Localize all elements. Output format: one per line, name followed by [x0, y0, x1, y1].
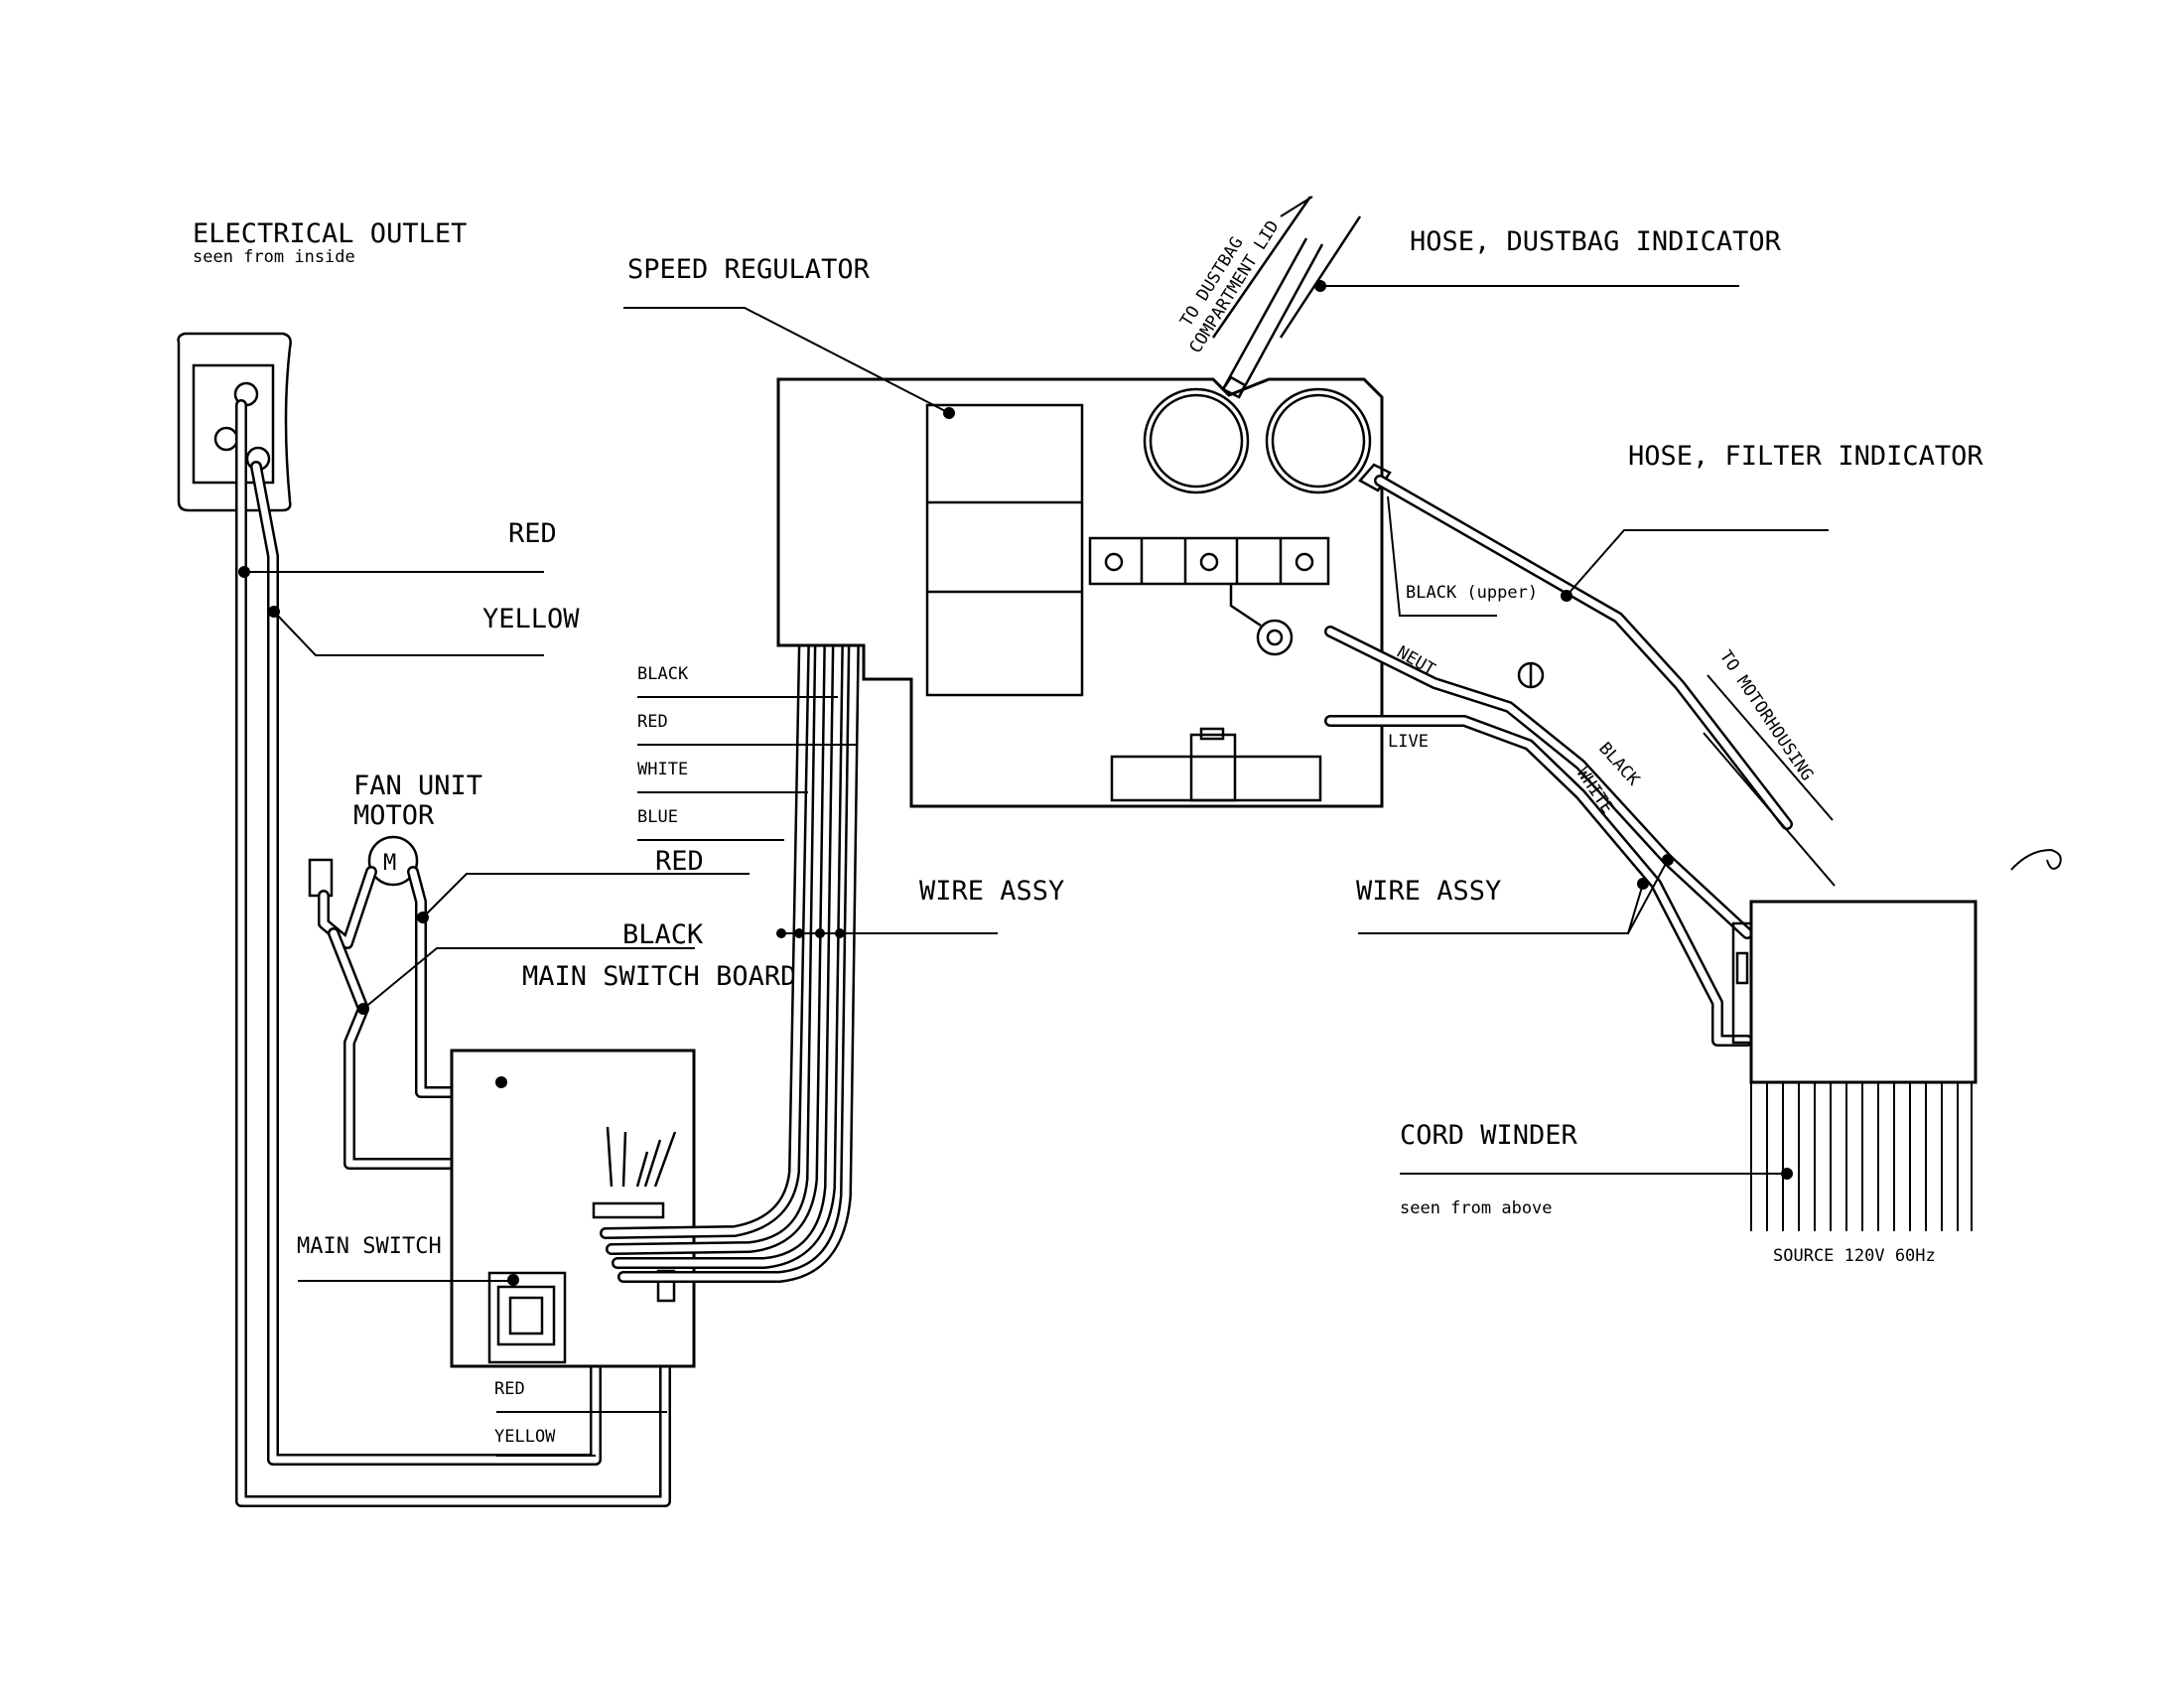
label-blue-wire: BLUE — [637, 807, 678, 827]
label-yellow-bottom: YELLOW — [494, 1427, 556, 1447]
wire-bundle — [600, 531, 998, 1283]
label-red-outlet: RED — [508, 518, 557, 549]
bottom-callouts: RED YELLOW — [494, 1379, 667, 1457]
wire-color-callouts: BLACK RED WHITE BLUE — [637, 664, 858, 841]
electrical-outlet — [177, 332, 292, 512]
label-black-fan: BLACK — [622, 919, 704, 950]
cord-wires — [1324, 626, 1753, 1047]
label-black-upper: BLACK (upper) — [1406, 583, 1538, 603]
main-switch-callout: MAIN SWITCH — [297, 1234, 513, 1282]
label-main-switch-board: MAIN SWITCH BOARD — [522, 961, 796, 992]
label-wire-assy-left: WIRE ASSY — [919, 876, 1064, 907]
label-red-bottom: RED — [494, 1379, 525, 1399]
dustbag-arrow — [1280, 196, 1313, 217]
motor-symbol: M — [383, 851, 396, 876]
label-red-fan: RED — [655, 846, 704, 877]
cord-winder — [1400, 900, 1978, 1231]
label-cord-winder-sub: seen from above — [1400, 1198, 1553, 1218]
label-to-dustbag: TO DUSTBAG COMPARTMENT LID — [1176, 217, 1283, 357]
label-fan-unit-2: MOTOR — [353, 800, 435, 831]
label-main-switch: MAIN SWITCH — [297, 1234, 442, 1259]
hose-filter — [1358, 463, 1829, 830]
label-white-wire: WHITE — [637, 760, 688, 779]
speed-regulator-leader — [623, 307, 950, 414]
label-hose-dustbag: HOSE, DUSTBAG INDICATOR — [1410, 226, 1782, 257]
main-switch-board — [450, 1049, 696, 1368]
stray-mark — [2010, 848, 2062, 871]
label-red-wire: RED — [637, 712, 668, 732]
label-source: SOURCE 120V 60Hz — [1773, 1246, 1936, 1266]
label-electrical-outlet-sub: seen from inside — [193, 247, 355, 267]
fan-callouts: RED BLACK — [357, 846, 750, 1015]
outlet-callouts: RED YELLOW — [238, 518, 580, 656]
label-hose-filter: HOSE, FILTER INDICATOR — [1628, 441, 1983, 472]
hose-dustbag — [1211, 196, 1739, 399]
label-live: LIVE — [1388, 732, 1429, 752]
label-wire-assy-right: WIRE ASSY — [1356, 876, 1501, 907]
label-speed-regulator: SPEED REGULATOR — [627, 254, 871, 285]
motorhousing-line-lower — [1703, 732, 1836, 887]
fan-unit-motor: M — [308, 835, 458, 1170]
label-yellow-outlet: YELLOW — [482, 604, 580, 634]
label-cord-winder: CORD WINDER — [1400, 1120, 1578, 1151]
label-black-wire: BLACK — [637, 664, 689, 684]
label-electrical-outlet: ELECTRICAL OUTLET — [193, 218, 467, 249]
label-fan-unit-1: FAN UNIT — [353, 771, 482, 801]
motorhousing-line-upper — [1706, 674, 1834, 821]
